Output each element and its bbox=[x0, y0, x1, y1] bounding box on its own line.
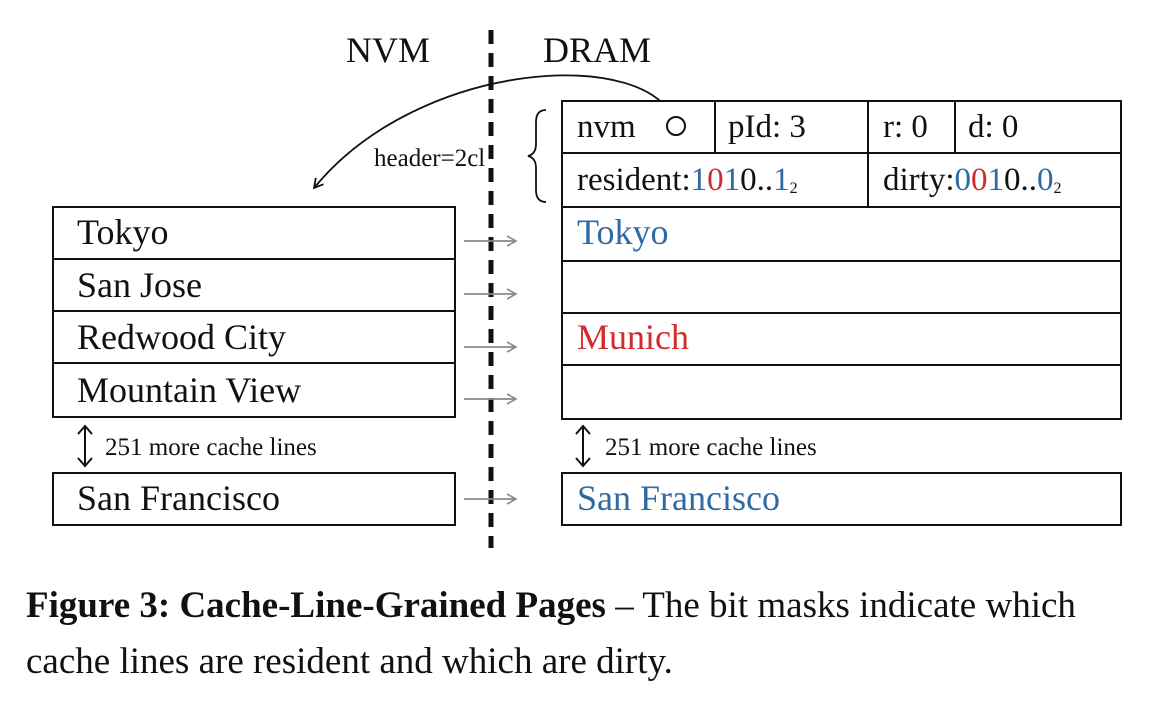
mapping-arrows bbox=[464, 235, 518, 505]
nvm-line-label: San Jose bbox=[77, 265, 202, 305]
nvm-line-label: Redwood City bbox=[77, 317, 287, 357]
caption-title: Figure 3: Cache-Line-Grained Pages bbox=[26, 585, 606, 626]
nvm-line-label: Tokyo bbox=[77, 212, 169, 252]
caption-text: The bit masks indicate which cache lines… bbox=[26, 585, 1076, 682]
header-cell-d bbox=[954, 100, 1122, 154]
header-cell-dirty bbox=[867, 152, 1122, 208]
nvm-line-label: Mountain View bbox=[77, 370, 302, 410]
dram-cache-line bbox=[561, 260, 1122, 314]
caption-dash: – bbox=[605, 585, 643, 626]
dram-cache-line bbox=[561, 206, 1122, 262]
dram-more-lines: 251 more cache lines bbox=[605, 434, 817, 461]
more-lines-arrow-right bbox=[575, 424, 591, 468]
dram-heading: DRAM bbox=[543, 30, 652, 70]
dram-last-label: San Francisco bbox=[577, 478, 780, 518]
dram-line-label: Munich bbox=[577, 317, 689, 357]
nvm-cache-line bbox=[52, 362, 456, 418]
dram-line-label: Tokyo bbox=[577, 212, 669, 252]
dram-cache-line bbox=[561, 364, 1122, 420]
more-lines-arrow-left bbox=[77, 424, 93, 468]
d-field: d: 0 bbox=[968, 109, 1019, 145]
nvm-last-line bbox=[52, 472, 456, 526]
dirty-mask: dirty:0010..02 bbox=[883, 162, 1062, 198]
figure-caption: Figure 3: Cache-Line-Grained Pages – The… bbox=[26, 578, 1156, 690]
nvm-field-label: nvm bbox=[577, 109, 636, 145]
nvm-last-label: San Francisco bbox=[77, 478, 280, 518]
pid-field: pId: 3 bbox=[728, 109, 806, 145]
nvm-heading: NVM bbox=[346, 30, 431, 70]
nvm-more-lines: 251 more cache lines bbox=[105, 434, 317, 461]
resident-label: resident: bbox=[577, 162, 691, 198]
dram-last-line bbox=[561, 472, 1122, 526]
nvm-pointer-circle bbox=[666, 116, 686, 136]
resident-mask: resident:1010..12 bbox=[577, 162, 798, 198]
r-field: r: 0 bbox=[883, 109, 928, 145]
nvm-pointer-arrow bbox=[312, 74, 677, 190]
header-size-label: header=2cl bbox=[374, 145, 486, 172]
dirty-label: dirty: bbox=[883, 162, 955, 198]
header-brace bbox=[527, 109, 547, 203]
